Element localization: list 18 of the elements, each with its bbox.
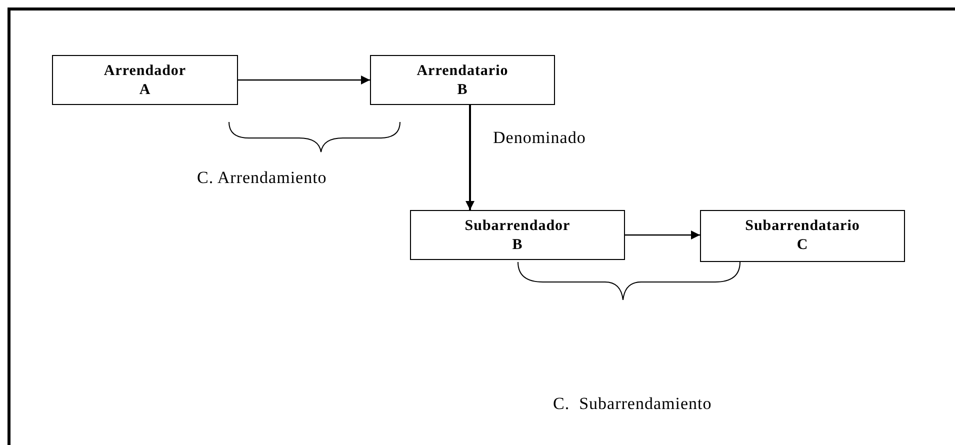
- process-box: [410, 210, 625, 260]
- process-box: [370, 55, 555, 105]
- brace-caption: C. Subarrendamiento: [553, 394, 712, 414]
- arrow: [466, 105, 474, 210]
- box-text: A: [139, 81, 151, 100]
- box-text: B: [457, 81, 468, 100]
- edge-label: Denominado: [493, 128, 586, 148]
- arrow: [238, 76, 370, 84]
- box-text: B: [512, 236, 523, 255]
- box-text: Arrendatario: [416, 62, 508, 81]
- process-box: [700, 210, 905, 262]
- box-text: Arrendador: [104, 62, 186, 81]
- box-text: Subarrendador: [464, 217, 570, 236]
- process-box: [52, 55, 238, 105]
- arrow: [625, 230, 700, 240]
- box-text: Subarrendatario: [745, 217, 860, 236]
- box-text: C: [796, 236, 808, 255]
- brace-caption: C. Arrendamiento: [197, 168, 327, 188]
